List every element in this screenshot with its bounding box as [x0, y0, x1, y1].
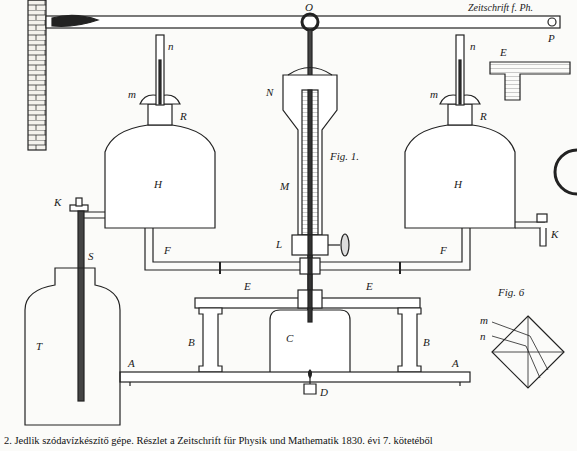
- base-a: [120, 372, 470, 382]
- part-letter: B: [423, 336, 430, 348]
- part-letter: Zeitschrift f. Ph.: [468, 2, 533, 14]
- detail-e: [490, 62, 570, 100]
- spout: [515, 222, 545, 228]
- fig6-prism: [492, 316, 564, 388]
- part-letter: D: [320, 386, 328, 398]
- part-letter: P: [548, 32, 555, 44]
- tube-n: [456, 35, 464, 105]
- brick-wall: [28, 0, 46, 150]
- detail-ring: [555, 150, 577, 194]
- valve-wheel: [341, 234, 349, 256]
- part-letter: m: [480, 314, 488, 326]
- bottle-t: [25, 268, 120, 425]
- tap-k: [537, 214, 547, 222]
- bottle-h: [105, 125, 215, 228]
- part-letter: n: [168, 40, 174, 52]
- hook: [302, 14, 318, 30]
- piston-rod: [308, 30, 312, 320]
- caption: 2. Jedlik szódavízkészítő gépe. Részlet …: [4, 434, 573, 447]
- fig6-rays: [492, 322, 548, 378]
- neck-r: [148, 104, 172, 125]
- part-letter: L: [276, 238, 282, 250]
- part-letter: H: [154, 178, 162, 190]
- lever-pin: [548, 18, 556, 26]
- part-letter: K: [551, 228, 558, 240]
- part-letter: K: [54, 196, 61, 208]
- vessel-rim: [288, 68, 332, 76]
- part-letter: F: [164, 244, 171, 256]
- part-letter: Fig. 6: [498, 286, 524, 298]
- tube-n: [156, 35, 164, 105]
- part-letter: R: [180, 110, 187, 122]
- part-letter: E: [244, 280, 251, 292]
- part-letter: H: [454, 178, 462, 190]
- lever-knob: [52, 15, 98, 26]
- column-b: [398, 308, 421, 372]
- valve-l: [292, 235, 328, 255]
- part-letter: A: [128, 357, 135, 369]
- part-letter: R: [480, 110, 487, 122]
- part-letter: m: [128, 88, 136, 100]
- part-letter: M: [280, 180, 289, 192]
- part-letter: B: [188, 336, 195, 348]
- part-letter: O: [305, 1, 313, 13]
- part-letter: n: [480, 330, 486, 342]
- part-letter: T: [36, 340, 42, 352]
- part-letter: F: [440, 244, 447, 256]
- neck-r: [448, 104, 472, 125]
- part-letter: N: [266, 86, 273, 98]
- part-letter: n: [470, 40, 476, 52]
- part-letter: S: [88, 250, 94, 262]
- tube-s: [78, 211, 84, 401]
- bottle-h: [405, 125, 515, 228]
- part-letter: E: [500, 46, 507, 58]
- part-letter: E: [366, 280, 373, 292]
- part-letter: Fig. 1.: [330, 150, 359, 162]
- part-letter: m: [430, 88, 438, 100]
- lamp-d: [304, 378, 316, 394]
- part-letter: C: [286, 332, 293, 344]
- part-letter: A: [452, 357, 459, 369]
- column-b: [199, 308, 222, 372]
